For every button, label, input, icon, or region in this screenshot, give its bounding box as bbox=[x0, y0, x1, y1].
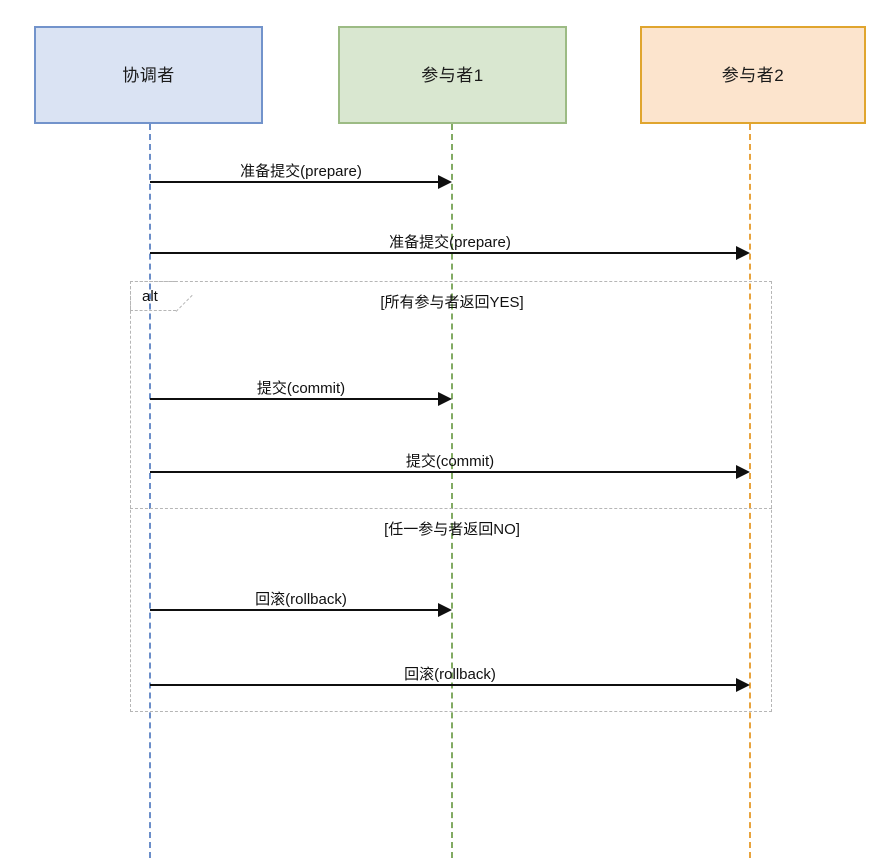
alt-fragment-condition: [任一参与者返回NO] bbox=[384, 521, 520, 538]
participant-label: 协调者 bbox=[122, 65, 175, 85]
message-arrow-head bbox=[438, 175, 452, 189]
alt-fragment-tab-cut bbox=[175, 295, 193, 312]
message-arrow-line bbox=[150, 252, 738, 254]
message-label: 准备提交(prepare) bbox=[389, 234, 511, 251]
message-label: 提交(commit) bbox=[405, 453, 495, 470]
message-arrow-line bbox=[150, 684, 738, 686]
message-arrow-line bbox=[150, 398, 440, 400]
message-arrow-head bbox=[438, 392, 452, 406]
alt-fragment-divider bbox=[130, 508, 772, 509]
participant-box-participant1[interactable]: 参与者1 bbox=[338, 26, 567, 124]
message-arrow-line bbox=[150, 471, 738, 473]
message-arrow-head bbox=[438, 603, 452, 617]
participant-box-coordinator[interactable]: 协调者 bbox=[34, 26, 263, 124]
message-arrow-head bbox=[736, 678, 750, 692]
lifeline-participant2 bbox=[749, 124, 751, 858]
alt-fragment-operator-label: alt bbox=[142, 288, 158, 305]
alt-fragment-tab bbox=[130, 281, 176, 311]
message-arrow-line bbox=[150, 609, 440, 611]
participant-box-participant2[interactable]: 参与者2 bbox=[640, 26, 866, 124]
lifeline-participant1 bbox=[451, 124, 453, 858]
message-label: 准备提交(prepare) bbox=[240, 163, 362, 180]
message-label: 提交(commit) bbox=[256, 380, 346, 397]
lifeline-coordinator bbox=[149, 124, 151, 858]
message-label: 回滚(rollback) bbox=[404, 666, 496, 683]
message-arrow-head bbox=[736, 246, 750, 260]
participant-label: 参与者1 bbox=[421, 65, 484, 85]
message-arrow-head bbox=[736, 465, 750, 479]
participant-label: 参与者2 bbox=[721, 65, 785, 85]
alt-fragment-condition: [所有参与者返回YES] bbox=[380, 294, 524, 311]
message-label: 回滚(rollback) bbox=[255, 591, 347, 608]
message-arrow-line bbox=[150, 181, 440, 183]
